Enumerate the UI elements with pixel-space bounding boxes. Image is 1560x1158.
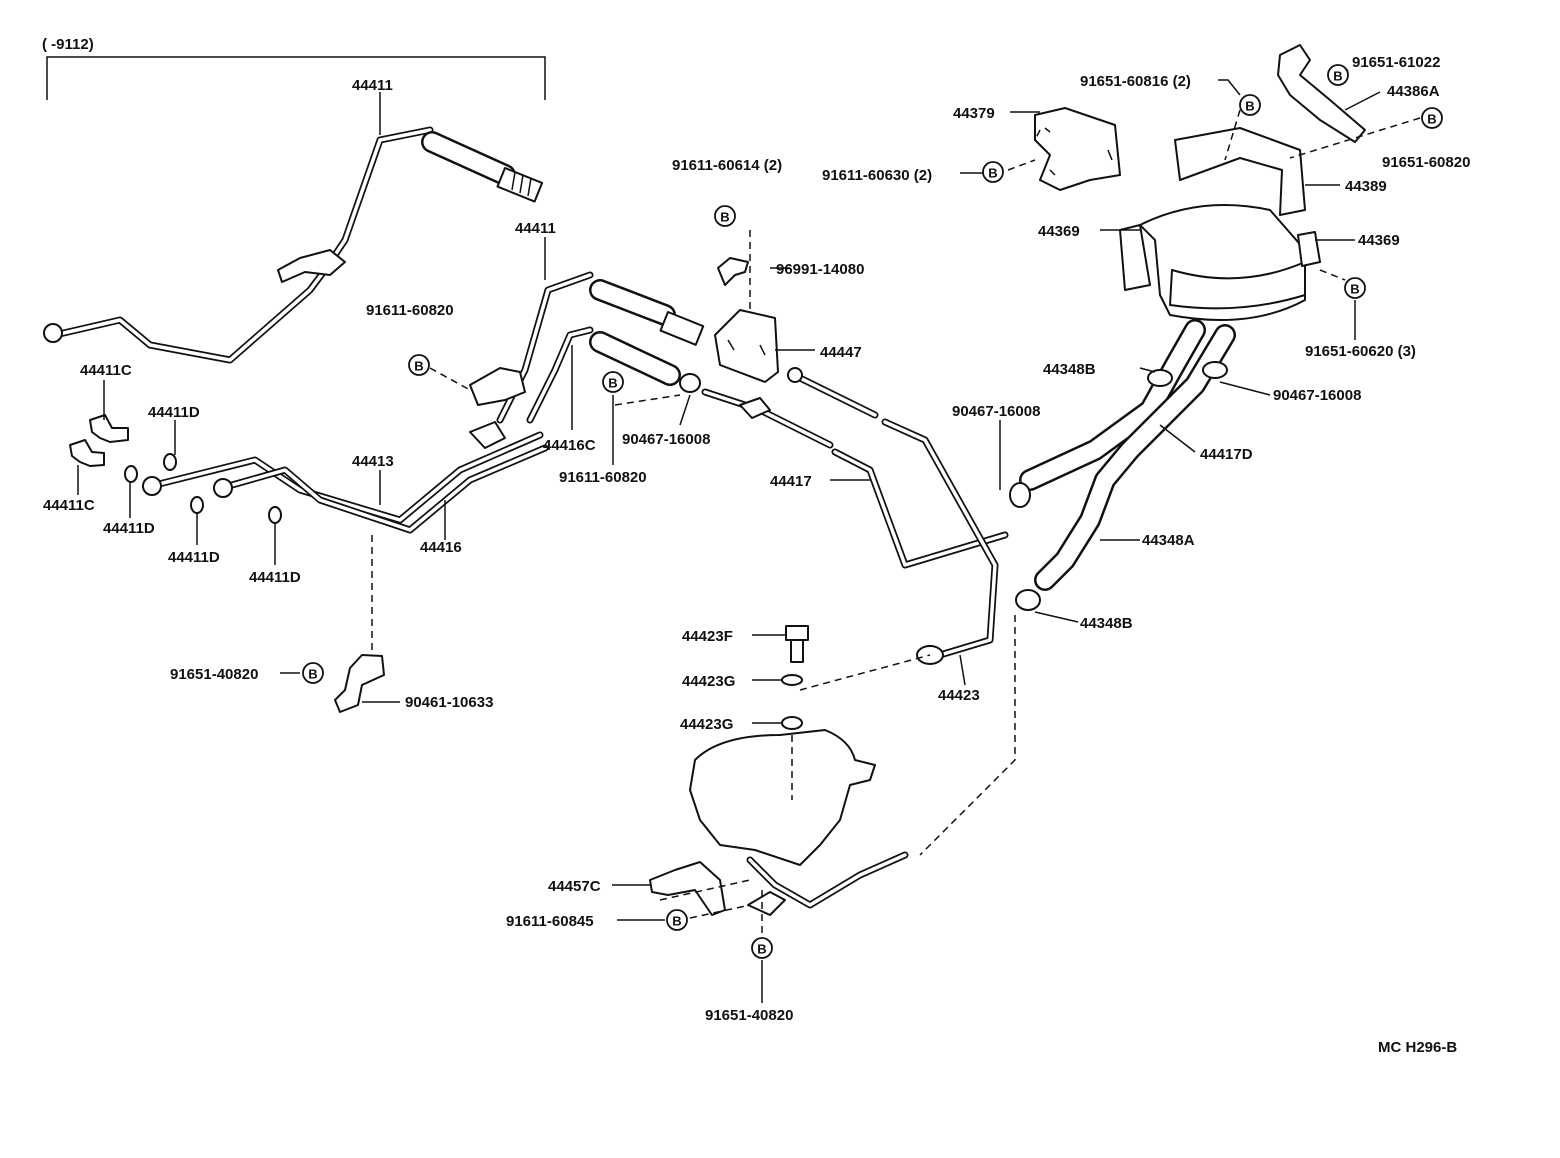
label-44411d-a: 44411D <box>148 404 200 421</box>
label-91611-60614: 91611-60614 (2) <box>672 157 782 174</box>
label-91651-60620: 91651-60620 (3) <box>1305 343 1416 360</box>
label-44423g-upper: 44423G <box>682 673 735 690</box>
reservoir-tank <box>1119 204 1321 321</box>
gaskets-44411d <box>124 453 282 524</box>
label-44369-right: 44369 <box>1358 232 1400 249</box>
pressure-hose-upper <box>43 126 544 364</box>
bolt-marker-91611-60820-b: B <box>602 371 624 393</box>
label-44348a: 44348A <box>1142 532 1195 549</box>
clamp-90461-10633 <box>334 535 385 713</box>
label-91651-40820-a: 91651-40820 <box>170 666 258 683</box>
label-44447: 44447 <box>820 344 862 361</box>
label-44457c: 44457C <box>548 878 601 895</box>
label-44411d-d: 44411D <box>249 569 301 586</box>
svg-text:B: B <box>1427 112 1436 127</box>
bracket-44447 <box>714 230 779 383</box>
union-fittings-44411c <box>69 414 129 467</box>
label-91611-60630: 91611-60630 (2) <box>822 167 932 184</box>
svg-text:B: B <box>757 942 766 957</box>
label-44411-upper: 44411 <box>352 77 393 94</box>
gaskets-44423g <box>781 674 803 730</box>
label-44417: 44417 <box>770 473 812 490</box>
label-90461-10633: 90461-10633 <box>405 694 493 711</box>
label-44369-left: 44369 <box>1038 223 1080 240</box>
bolt-marker-91651-60620: B <box>1344 277 1366 299</box>
bolt-marker-91611-60820-a: B <box>408 354 430 376</box>
svg-text:B: B <box>308 667 317 682</box>
label-44411d-c: 44411D <box>168 549 220 566</box>
pressure-hose-middle <box>469 271 705 424</box>
label-44411d-b: 44411D <box>103 520 155 537</box>
label-44413: 44413 <box>352 453 394 470</box>
cooler-line-44417 <box>701 367 1009 665</box>
reservoir-hoses <box>1009 319 1236 611</box>
label-44416: 44416 <box>420 539 462 556</box>
label-91651-60820: 91651-60820 <box>1382 154 1470 171</box>
bolt-marker-91651-40820-b: B <box>751 937 773 959</box>
label-44417d: 44417D <box>1200 446 1253 463</box>
label-90467-16008-b: 90467-16008 <box>1273 387 1361 404</box>
bolt-marker-91611-60614: B <box>714 205 736 227</box>
label-91651-61022: 91651-61022 <box>1352 54 1440 71</box>
svg-text:B: B <box>608 376 617 391</box>
bolt-markers: B B B B B B B B B B B <box>302 64 1443 959</box>
label-44411-middle: 44411 <box>515 220 556 237</box>
reservoir-bracket-44389 <box>1174 127 1306 216</box>
model-range-label: ( -9112) <box>42 36 94 53</box>
svg-text:B: B <box>1350 282 1359 297</box>
callout-labels: 44411 44411 44411C 44411D 44411C 44411D … <box>43 54 1470 1024</box>
svg-text:B: B <box>414 359 423 374</box>
svg-text:B: B <box>988 166 997 181</box>
label-90467-16008-a: 90467-16008 <box>622 431 710 448</box>
bolt-marker-91651-60816: B <box>1239 94 1261 116</box>
bolt-marker-91611-60630: B <box>982 161 1004 183</box>
reservoir-bracket-44379 <box>1034 107 1121 191</box>
label-44416c: 44416C <box>543 437 596 454</box>
bolt-marker-91611-60845: B <box>666 909 688 931</box>
diagram-code: MC H296-B <box>1378 1039 1457 1056</box>
steering-gear-housing <box>689 615 1016 909</box>
svg-text:B: B <box>720 210 729 225</box>
bolt-marker-91651-60820: B <box>1421 107 1443 129</box>
label-96991-14080: 96991-14080 <box>776 261 864 278</box>
label-44411c-upper: 44411C <box>80 362 132 379</box>
label-91611-60820-b: 91611-60820 <box>559 469 647 486</box>
svg-text:B: B <box>672 914 681 929</box>
label-44411c-lower: 44411C <box>43 497 95 514</box>
label-91651-60816: 91651-60816 (2) <box>1080 73 1191 90</box>
label-91651-40820-b: 91651-40820 <box>705 1007 793 1024</box>
label-44386a: 44386A <box>1387 83 1440 100</box>
label-44389: 44389 <box>1345 178 1387 195</box>
bolt-marker-91651-40820-a: B <box>302 662 324 684</box>
label-44423f: 44423F <box>682 628 733 645</box>
return-lines-44413-44416 <box>142 421 549 534</box>
label-91611-60820-a: 91611-60820 <box>366 302 454 319</box>
svg-text:B: B <box>1245 99 1254 114</box>
label-44423g-lower: 44423G <box>680 716 733 733</box>
model-range-bracket: ( -9112) <box>42 36 546 100</box>
bracket-44457c <box>649 861 786 916</box>
label-90467-16008-c: 90467-16008 <box>952 403 1040 420</box>
label-44348b-lower: 44348B <box>1080 615 1133 632</box>
label-44423: 44423 <box>938 687 980 704</box>
label-44379: 44379 <box>953 105 995 122</box>
label-91611-60845: 91611-60845 <box>506 913 594 930</box>
label-44348b-upper: 44348B <box>1043 361 1096 378</box>
svg-text:B: B <box>1333 69 1342 84</box>
bolt-marker-91651-61022: B <box>1327 64 1349 86</box>
reservoir-stay-44386a <box>1277 44 1366 143</box>
union-bolt-44423f <box>785 625 809 663</box>
